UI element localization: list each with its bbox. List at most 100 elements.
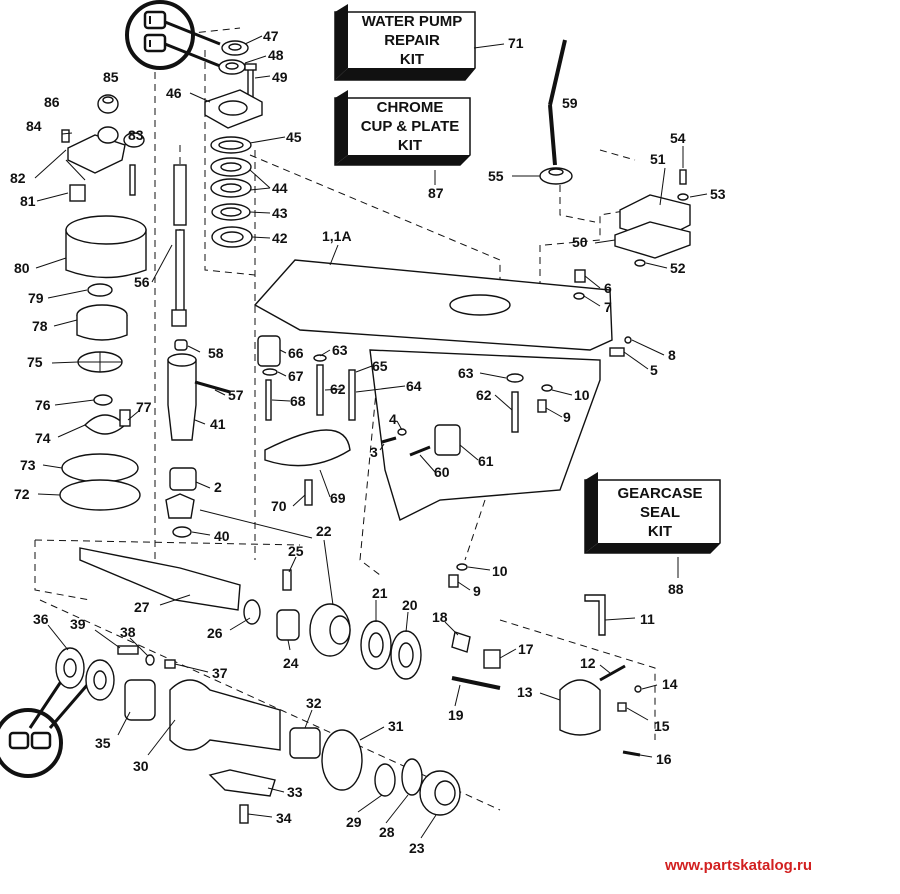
leader-lines [34,35,708,839]
dashed-guide-lines [34,27,656,811]
kit-text: CHROME [377,99,444,116]
ref-2: 2 [214,479,222,495]
watermark-text: www.partskatalog.ru [664,857,812,874]
ref-79: 79 [28,290,44,306]
ref-39: 39 [70,616,86,632]
ref-14: 14 [662,676,678,692]
gearcase-seal-kit-box: GEARCASE SEAL KIT [584,472,721,554]
ref-69: 69 [330,490,346,506]
ref-30: 30 [133,758,149,774]
ref-56: 56 [134,274,150,290]
ref-51: 51 [650,151,666,167]
ref-64: 64 [406,378,422,394]
ref-82: 82 [10,170,26,186]
ref-87: 87 [428,185,444,201]
ref-19: 19 [448,707,464,723]
ref-50: 50 [572,234,588,250]
ref-21: 21 [372,585,388,601]
water-pump-repair-kit-box: WATER PUMP REPAIR KIT [334,4,476,81]
ref-42: 42 [272,230,288,246]
ref-83: 83 [128,127,144,143]
ref-9: 9 [563,409,571,425]
ref-22: 22 [316,523,332,539]
ref-59: 59 [562,95,578,111]
ref-84: 84 [26,118,42,134]
ref-48: 48 [268,47,284,63]
ref-29: 29 [346,814,362,830]
ref-1-1a: 1,1A [322,228,352,244]
chrome-cup-plate-kit-box: CHROME CUP & PLATE KIT [334,90,471,166]
kit-text: KIT [400,51,424,68]
ref-34: 34 [276,810,292,826]
ref-75: 75 [27,354,43,370]
ref-33: 33 [287,784,303,800]
ref-10: 10 [492,563,508,579]
ref-26: 26 [207,625,223,641]
ref-40: 40 [214,528,230,544]
ref-13: 13 [517,684,533,700]
ref-63: 63 [332,342,348,358]
ref-44: 44 [272,180,288,196]
ref-43: 43 [272,205,288,221]
ref-6: 6 [604,280,612,296]
ref-63: 63 [458,365,474,381]
ref-73: 73 [20,457,36,473]
ref-60: 60 [434,464,450,480]
ref-32: 32 [306,695,322,711]
ref-41: 41 [210,416,226,432]
ref-27: 27 [134,599,150,615]
ref-18: 18 [432,609,448,625]
ref-7: 7 [604,299,612,315]
ref-77: 77 [136,399,152,415]
ref-8: 8 [668,347,676,363]
ref-67: 67 [288,368,304,384]
ref-65: 65 [372,358,388,374]
ref-61: 61 [478,453,494,469]
ref-17: 17 [518,641,534,657]
ref-38: 38 [120,624,136,640]
ref-47: 47 [263,28,279,44]
ref-3: 3 [370,444,378,460]
ref-85: 85 [103,69,119,85]
ref-11: 11 [640,611,655,627]
ref-78: 78 [32,318,48,334]
ref-72: 72 [14,486,30,502]
ref-74: 74 [35,430,51,446]
ref-4: 4 [389,411,397,427]
ref-31: 31 [388,718,404,734]
ref-20: 20 [402,597,418,613]
kit-text: REPAIR [384,32,440,49]
ref-16: 16 [656,751,672,767]
kit-text: CUP & PLATE [361,118,460,135]
ref-15: 15 [654,718,670,734]
ref-76: 76 [35,397,51,413]
ref-23: 23 [409,840,425,856]
ref-58: 58 [208,345,224,361]
ref-62: 62 [330,381,346,397]
ref-88: 88 [668,581,684,597]
ref-5: 5 [650,362,658,378]
ref-80: 80 [14,260,30,276]
ref-57: 57 [228,387,244,403]
ref-71: 71 [508,35,524,51]
ref-36: 36 [33,611,49,627]
ref-24: 24 [283,655,299,671]
ref-46: 46 [166,85,182,101]
ref-28: 28 [379,824,395,840]
reference-numbers: 47 48 49 46 45 44 43 42 85 86 84 83 82 8… [10,28,726,856]
ref-52: 52 [670,260,686,276]
ref-68: 68 [290,393,306,409]
ref-9: 9 [473,583,481,599]
ref-37: 37 [212,665,228,681]
ref-54: 54 [670,130,686,146]
ref-49: 49 [272,69,288,85]
ref-12: 12 [580,655,596,671]
ref-81: 81 [20,193,36,209]
part-drawings [55,39,691,824]
ref-25: 25 [288,543,304,559]
seal-lip-direction-icon [0,679,90,778]
ref-45: 45 [286,129,302,145]
kit-text: KIT [648,523,672,540]
